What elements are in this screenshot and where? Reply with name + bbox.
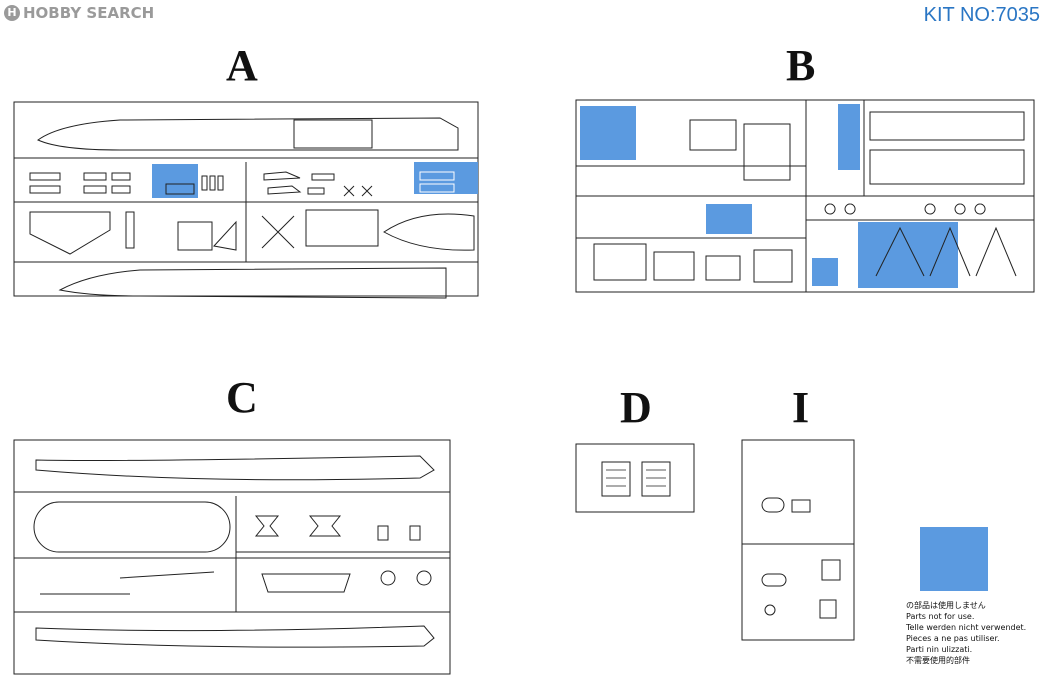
sprue-b-highlight-20 — [838, 104, 860, 170]
sprue-c — [13, 439, 451, 675]
hobby-search-logo: H HOBBY SEARCH — [4, 4, 154, 22]
part-a-43-hull — [58, 267, 447, 299]
part-d-1-grille — [601, 461, 631, 497]
sprue-b-highlight-1-2 — [580, 106, 636, 160]
legend-line-it: Parti nin ulizzati. — [906, 645, 973, 654]
sprue-b-highlight-53 — [812, 258, 838, 286]
part-c-5b — [416, 570, 432, 586]
part-c-3-4 — [40, 571, 215, 595]
legend-text: の部品は使用しません Parts not for use. Telle werd… — [906, 600, 1026, 666]
legend-line-en: Parts not for use. — [906, 612, 975, 621]
part-i-5 — [761, 497, 785, 513]
part-c-9-10 — [254, 515, 342, 537]
legend-line-ja: の部品は使用しません — [906, 601, 986, 610]
part-c-6 — [377, 525, 421, 541]
kit-number: KIT NO:7035 — [923, 4, 1040, 26]
sprue-i-frame — [741, 439, 855, 641]
part-c-2-hull-side — [35, 455, 435, 481]
part-c-1-hull-side — [35, 625, 435, 648]
part-i-11 — [764, 604, 776, 616]
part-a-deck-block — [293, 119, 373, 149]
part-d-2-grille — [641, 461, 671, 497]
part-a-40-deck — [305, 209, 379, 247]
part-a-30-deck — [29, 211, 111, 255]
sprue-label-c: C — [226, 373, 258, 422]
part-b-41-47-discs — [824, 203, 986, 215]
logo-mark-icon: H — [4, 5, 20, 21]
legend-line-zh: 不需要使用的部件 — [906, 656, 970, 665]
part-i-6 — [791, 499, 811, 513]
legend-line-de: Telle werden nicht verwendet. — [906, 623, 1027, 632]
part-a-small-parts — [29, 171, 455, 197]
sprue-b-highlight-56-57 — [858, 222, 958, 288]
part-b-56-59-towers — [875, 226, 1017, 277]
part-a-1-hull — [37, 117, 459, 151]
legend-line-fr: Pieces a ne pas utiliser. — [906, 634, 1000, 643]
sprue-i — [741, 439, 855, 641]
sprue-label-i: I — [792, 383, 810, 432]
sprue-b-highlight-35-36 — [706, 204, 752, 234]
part-b-50-51 — [705, 249, 793, 283]
part-i-9 — [761, 573, 787, 587]
sprue-a-highlight-2 — [414, 162, 478, 194]
sprue-c-frame — [13, 439, 451, 675]
part-i-10 — [821, 559, 841, 581]
legend-swatch — [920, 527, 988, 591]
part-c-5a — [380, 570, 396, 586]
part-c-8 — [261, 573, 351, 593]
part-a-42-deck — [383, 213, 475, 251]
sprue-label-a: A — [226, 41, 258, 90]
part-i-10b — [819, 599, 837, 619]
logo-text: HOBBY SEARCH — [23, 4, 155, 22]
sprue-a — [13, 101, 479, 299]
part-b-48-49 — [593, 243, 695, 281]
part-b-24-25 — [869, 111, 1025, 185]
sprue-a-highlight-1 — [152, 164, 198, 198]
part-c-7-deck — [33, 501, 231, 553]
sprue-b — [575, 99, 1035, 293]
sprue-a-frame — [13, 101, 479, 297]
part-a-32 — [125, 211, 135, 249]
part-b-5-6 — [689, 119, 791, 181]
sprue-d — [575, 443, 695, 513]
sprue-d-frame — [575, 443, 695, 513]
sprue-label-b: B — [786, 41, 816, 90]
sprue-label-d: D — [620, 383, 652, 432]
part-a-39-rotor — [261, 215, 295, 249]
part-a-38 — [213, 220, 237, 251]
part-a-37 — [177, 221, 213, 251]
